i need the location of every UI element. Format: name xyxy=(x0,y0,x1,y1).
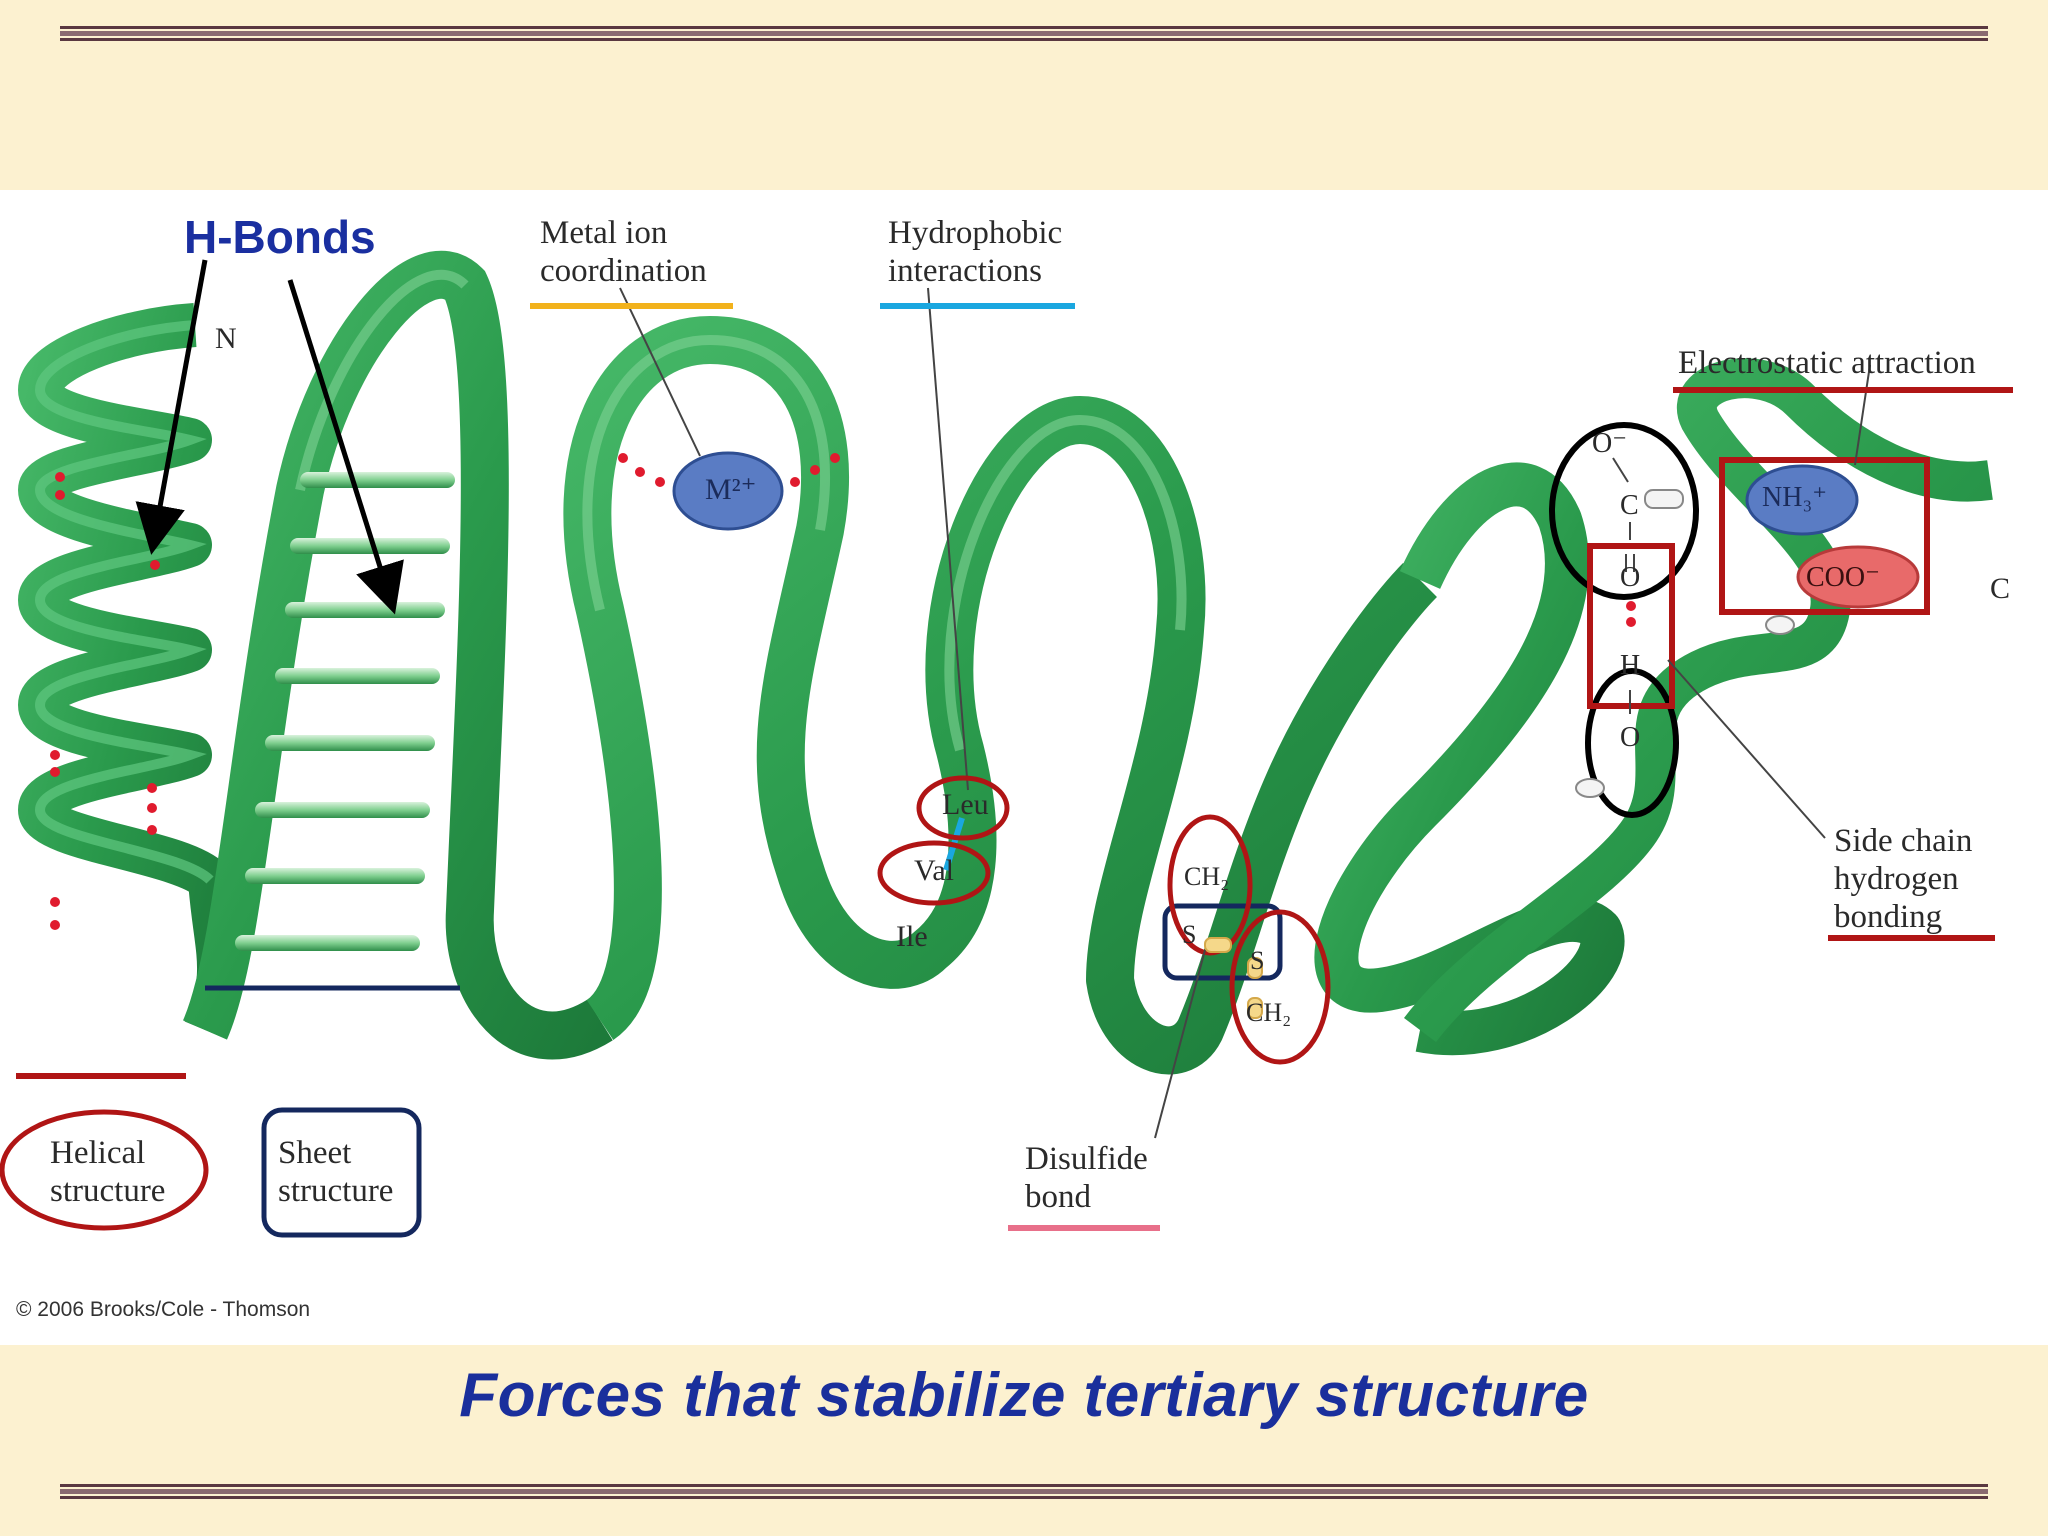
disulfide-site xyxy=(1154,814,1331,1139)
val-label: Val xyxy=(914,854,954,887)
h-atom-label: H xyxy=(1620,650,1641,681)
sheet-rungs xyxy=(235,472,455,951)
ile-label: Ile xyxy=(896,920,928,953)
electrostatic-site xyxy=(1549,364,1930,839)
c-atom-label: C xyxy=(1620,490,1639,521)
electrostatic-label: Electrostatic attraction xyxy=(1678,345,1976,381)
metal-ion-symbol: M²⁺ xyxy=(705,473,757,506)
slide-title: Forces that stabilize tertiary structure xyxy=(459,1361,1589,1430)
c-terminus-label: C xyxy=(1990,572,2011,605)
figure-graphics xyxy=(0,250,2013,1238)
o-minus-label: O⁻ xyxy=(1592,428,1627,459)
coo-label: COO⁻ xyxy=(1806,562,1880,593)
hbond-arrow-helix xyxy=(135,259,208,555)
beta-sheet xyxy=(182,250,613,1060)
h-bonds-label: H-Bonds xyxy=(184,211,376,263)
alpha-helix xyxy=(18,303,241,1039)
ch2-bottom-label: CH₂ xyxy=(1246,998,1292,1027)
loop-ribbon xyxy=(563,316,1993,1075)
n-terminus-label: N xyxy=(215,322,237,355)
o-double-label: O xyxy=(1620,562,1641,593)
sheet-label-box xyxy=(261,1107,422,1238)
leu-label: Leu xyxy=(942,788,989,821)
helical-label-circle xyxy=(0,1109,209,1231)
s-right-label: S xyxy=(1250,946,1265,975)
nh3-label: NH₃⁺ xyxy=(1762,482,1827,513)
ch2-top-label: CH₂ xyxy=(1184,862,1230,891)
s-left-label: S xyxy=(1182,920,1197,949)
o-bottom-label: O xyxy=(1620,722,1641,753)
hydrophobic-site xyxy=(877,287,1010,906)
metal-ion xyxy=(618,287,840,531)
copyright-text: © 2006 Brooks/Cole - Thomson xyxy=(16,1298,311,1321)
hbond-arrow-sheet xyxy=(287,279,404,615)
